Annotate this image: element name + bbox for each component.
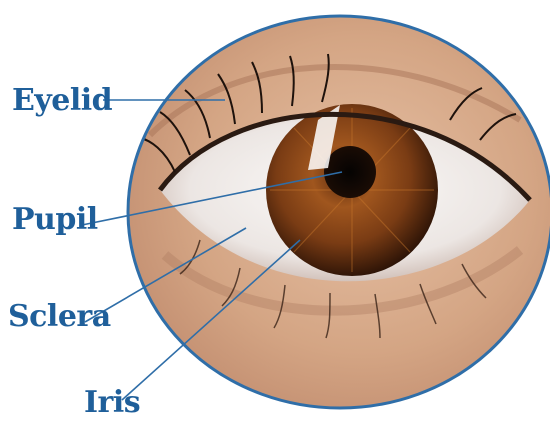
eye-photo xyxy=(120,10,550,420)
eyelid-label: Eyelid xyxy=(12,86,112,116)
iris-label: Iris xyxy=(84,388,140,418)
sclera-label: Sclera xyxy=(8,302,111,332)
pupil-label: Pupil xyxy=(12,205,98,235)
pupil xyxy=(324,146,376,198)
